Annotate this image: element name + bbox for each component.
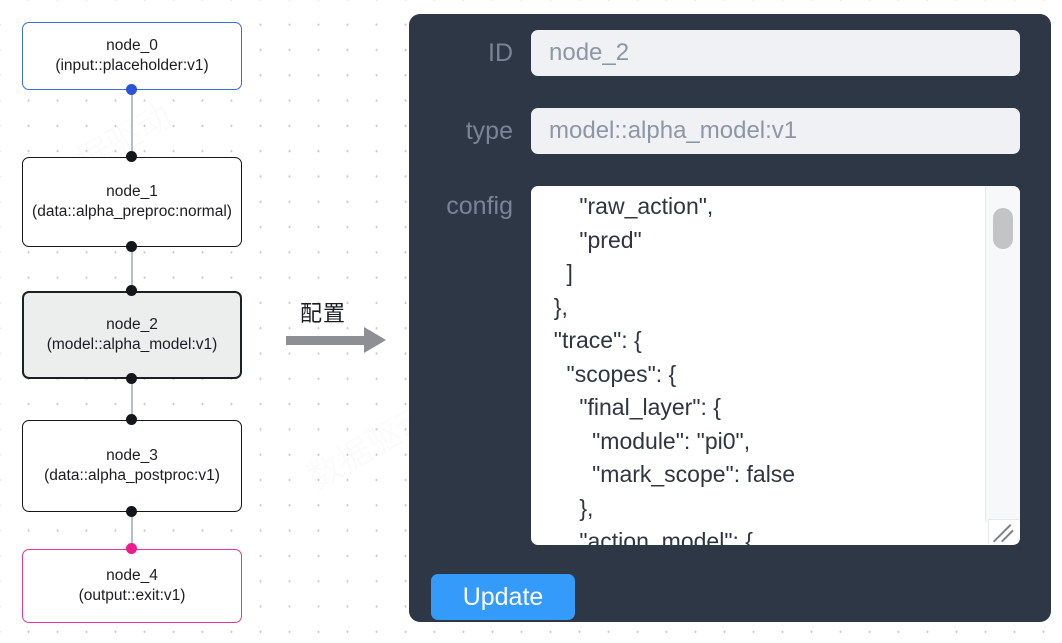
flow-node-type: (model::alpha_model:v1)	[46, 336, 218, 353]
annotation-caption: 配置	[300, 301, 347, 326]
type-input[interactable]	[531, 108, 1020, 154]
node-port-node_1-out[interactable]	[126, 241, 137, 252]
arrow-head-icon	[364, 327, 386, 353]
flow-node-node_1[interactable]: node_1 (data::alpha_preproc:normal)	[22, 157, 242, 247]
node-port-node_1-in[interactable]	[126, 151, 137, 162]
flow-node-node_2[interactable]: node_2 (model::alpha_model:v1)	[22, 291, 242, 379]
id-field-label: ID	[488, 38, 513, 67]
flow-node-label: node_1 (data::alpha_preproc:normal)	[32, 182, 232, 223]
flow-node-id: node_3	[106, 446, 158, 464]
id-input[interactable]	[531, 30, 1020, 76]
field-row-id: ID	[409, 30, 1020, 76]
annotation-arrow-group: 配置	[286, 296, 396, 366]
flow-edge-1-2	[130, 247, 133, 293]
field-row-type: type	[409, 108, 1020, 154]
config-field-label: config	[446, 192, 513, 220]
node-port-node_4-in[interactable]	[126, 543, 137, 554]
flow-node-label: node_2 (model::alpha_model:v1)	[33, 315, 231, 356]
flow-edge-3-4	[130, 512, 133, 551]
node-inspector-panel: ID type config "raw_action", "pred" ] },…	[409, 14, 1051, 622]
flow-node-label: node_3 (data::alpha_postproc:v1)	[32, 446, 232, 487]
config-textarea-wrapper: "raw_action", "pred" ] }, "trace": { "sc…	[531, 186, 1020, 545]
flow-node-type: (input::placeholder:v1)	[55, 57, 209, 74]
flow-node-node_0[interactable]: node_0 (input::placeholder:v1)	[22, 22, 242, 90]
flow-node-label: node_4 (output::exit:v1)	[32, 566, 232, 607]
config-scrollbar-thumb[interactable]	[993, 208, 1013, 249]
flow-node-type: (data::alpha_preproc:normal)	[32, 203, 232, 220]
config-scrollbar[interactable]	[985, 186, 1020, 522]
flow-node-type: (data::alpha_postproc:v1)	[44, 467, 220, 484]
flow-node-label: node_0 (input::placeholder:v1)	[32, 36, 232, 77]
field-row-config: config "raw_action", "pred" ] }, "trace"…	[409, 186, 1020, 545]
flow-node-id: node_2	[106, 315, 158, 333]
flow-node-type: (output::exit:v1)	[78, 587, 186, 604]
node-port-node_3-in[interactable]	[126, 414, 137, 425]
arrow-right-icon	[286, 336, 366, 345]
flow-node-id: node_1	[106, 182, 158, 200]
flow-edge-2-3	[130, 379, 133, 421]
flow-node-id: node_0	[106, 36, 158, 54]
config-textarea[interactable]: "raw_action", "pred" ] }, "trace": { "sc…	[531, 186, 986, 545]
flow-node-id: node_4	[106, 566, 158, 584]
resize-handle-icon[interactable]	[988, 519, 1019, 544]
update-button[interactable]: Update	[431, 574, 575, 620]
flow-edge-0-1	[130, 90, 133, 160]
type-field-label: type	[465, 116, 513, 145]
node-port-node_2-out[interactable]	[126, 373, 137, 384]
flow-node-node_3[interactable]: node_3 (data::alpha_postproc:v1)	[22, 420, 242, 512]
node-port-node_0-out[interactable]	[126, 84, 137, 95]
node-port-node_3-out[interactable]	[126, 506, 137, 517]
node-port-node_2-in[interactable]	[126, 285, 137, 296]
flow-node-node_4[interactable]: node_4 (output::exit:v1)	[22, 549, 242, 623]
